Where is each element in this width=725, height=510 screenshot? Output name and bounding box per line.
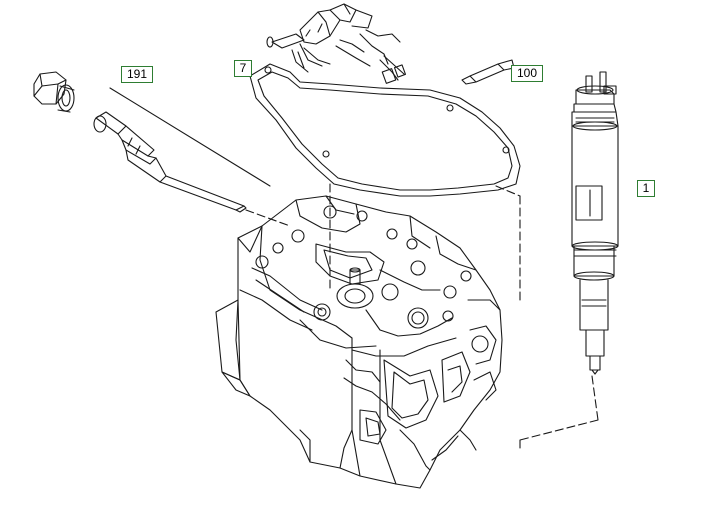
callout-191[interactable]: 191 — [121, 66, 153, 83]
part-1-injector — [571, 71, 619, 375]
part-7-gasket — [249, 63, 521, 197]
wiring-harness — [266, 3, 407, 84]
part-100-sealant-tube — [461, 59, 515, 85]
part-191-leader-line — [109, 87, 271, 187]
part-1-axis-line-2 — [519, 419, 599, 441]
part-1-axis-line — [591, 375, 599, 421]
callout-7[interactable]: 7 — [234, 60, 252, 77]
part-191-axis-line — [245, 209, 291, 227]
callout-100[interactable]: 100 — [511, 65, 543, 82]
part-191-pressure-pipe — [33, 71, 247, 213]
callout-1[interactable]: 1 — [637, 180, 655, 197]
cylinder-head — [215, 195, 503, 489]
